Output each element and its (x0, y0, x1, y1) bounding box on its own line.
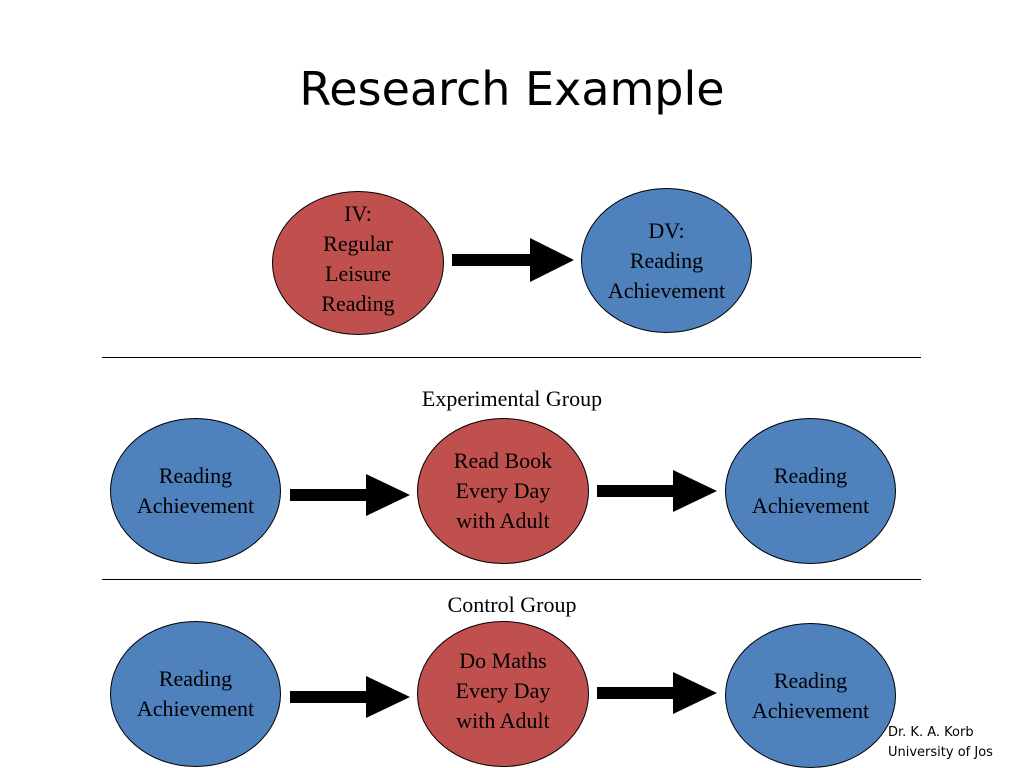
iv-line-4: Reading (321, 291, 395, 316)
experimental-pretest-line-1: Reading (158, 463, 233, 488)
slide-title: Research Example (299, 62, 725, 116)
experimental-treatment-line-2: Every Day (455, 478, 551, 503)
control-group-label: Control Group (447, 592, 577, 617)
control-posttest-line-1: Reading (773, 667, 848, 693)
control-pretest-line-1: Reading (158, 666, 233, 691)
control-pretest-node: Reading Achievement (110, 621, 281, 767)
right-arrow-icon (597, 672, 717, 714)
author-affiliation: University of Jos (888, 745, 993, 760)
divider-top (102, 357, 921, 358)
control-posttest-line-2: Achievement (751, 697, 870, 723)
control-treatment-line-1: Do Maths (459, 648, 547, 673)
dv-line-2: Reading (629, 247, 704, 273)
iv-line-2: Regular (323, 231, 393, 256)
right-arrow-icon (597, 470, 717, 512)
divider-bottom (102, 579, 921, 580)
control-posttest-node: Reading Achievement (725, 623, 896, 768)
experimental-pretest-node: Reading Achievement (110, 418, 281, 564)
right-arrow-icon (290, 474, 410, 516)
experimental-treatment-line-1: Read Book (453, 448, 553, 473)
iv-node: IV: Regular Leisure Reading (272, 191, 444, 335)
experimental-pretest-line-2: Achievement (136, 493, 255, 518)
control-treatment-line-3: with Adult (456, 708, 550, 733)
right-arrow-icon (452, 238, 574, 282)
right-arrow-icon (290, 676, 410, 718)
experimental-posttest-line-1: Reading (773, 463, 848, 488)
dv-line-3: Achievement (607, 277, 726, 303)
experimental-posttest-node: Reading Achievement (725, 418, 896, 564)
dv-node: DV: Reading Achievement (581, 188, 752, 333)
author-credit: Dr. K. A. Korb University of Jos (888, 723, 993, 763)
experimental-posttest-line-2: Achievement (751, 493, 870, 518)
experimental-group-label: Experimental Group (421, 386, 603, 411)
control-treatment-node: Do Maths Every Day with Adult (417, 621, 589, 767)
iv-line-1: IV: (344, 201, 372, 226)
iv-line-3: Leisure (325, 261, 391, 286)
dv-line-1: DV: (648, 217, 685, 243)
experimental-treatment-node: Read Book Every Day with Adult (417, 418, 589, 564)
experimental-treatment-line-3: with Adult (456, 508, 550, 533)
control-treatment-line-2: Every Day (455, 678, 551, 703)
author-name: Dr. K. A. Korb (888, 725, 974, 740)
control-pretest-line-2: Achievement (136, 696, 255, 721)
